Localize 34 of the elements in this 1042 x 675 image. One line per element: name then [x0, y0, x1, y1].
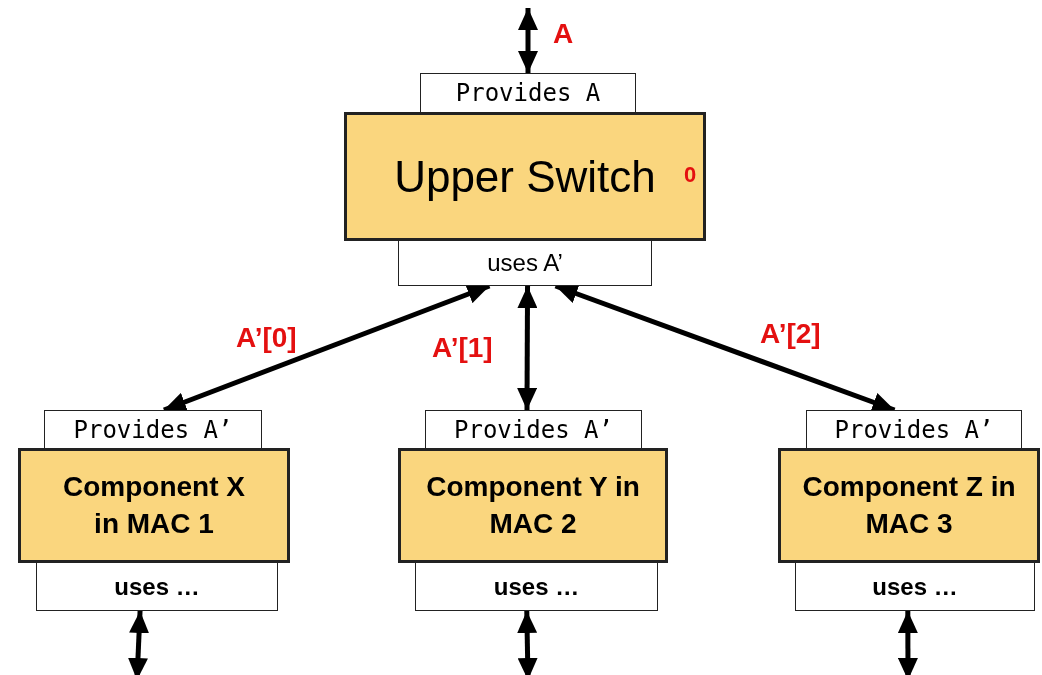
edge-label: A’[1] [432, 332, 493, 364]
node-label: Component X in MAC 1 [62, 470, 246, 541]
interface-box [420, 73, 636, 113]
component-box [778, 448, 1040, 563]
double-arrow [518, 8, 538, 73]
switch-box [344, 112, 706, 241]
interface-box [44, 410, 262, 449]
double-arrow [517, 286, 538, 410]
node-label: uses … [493, 572, 580, 601]
node-label: Upper Switch [394, 151, 656, 202]
interface-box [415, 562, 658, 611]
edge-label: A’[0] [236, 322, 297, 354]
interface-box [398, 240, 652, 286]
component-box [398, 448, 668, 563]
component-box [18, 448, 290, 563]
edge-label: A [553, 18, 574, 50]
node-label: uses A’ [487, 249, 563, 277]
interface-box [36, 562, 278, 611]
node-label: Provides A’ [73, 415, 233, 444]
node-label: Provides A [455, 79, 601, 107]
node-label: uses … [872, 572, 958, 601]
interface-box [806, 410, 1022, 449]
node-label: Component Z in MAC 3 [801, 470, 1017, 541]
double-arrow [128, 610, 150, 675]
double-arrow [897, 611, 918, 675]
interface-box [425, 410, 642, 449]
index-label: 0 [684, 162, 697, 188]
double-arrow [517, 610, 538, 675]
node-label: Provides A’ [834, 415, 994, 444]
node-label: uses … [114, 572, 200, 601]
interface-box [795, 562, 1035, 611]
node-label: Provides A’ [454, 415, 613, 444]
node-label: Component Y in MAC 2 [425, 470, 641, 541]
edge-label: A’[2] [760, 318, 821, 350]
